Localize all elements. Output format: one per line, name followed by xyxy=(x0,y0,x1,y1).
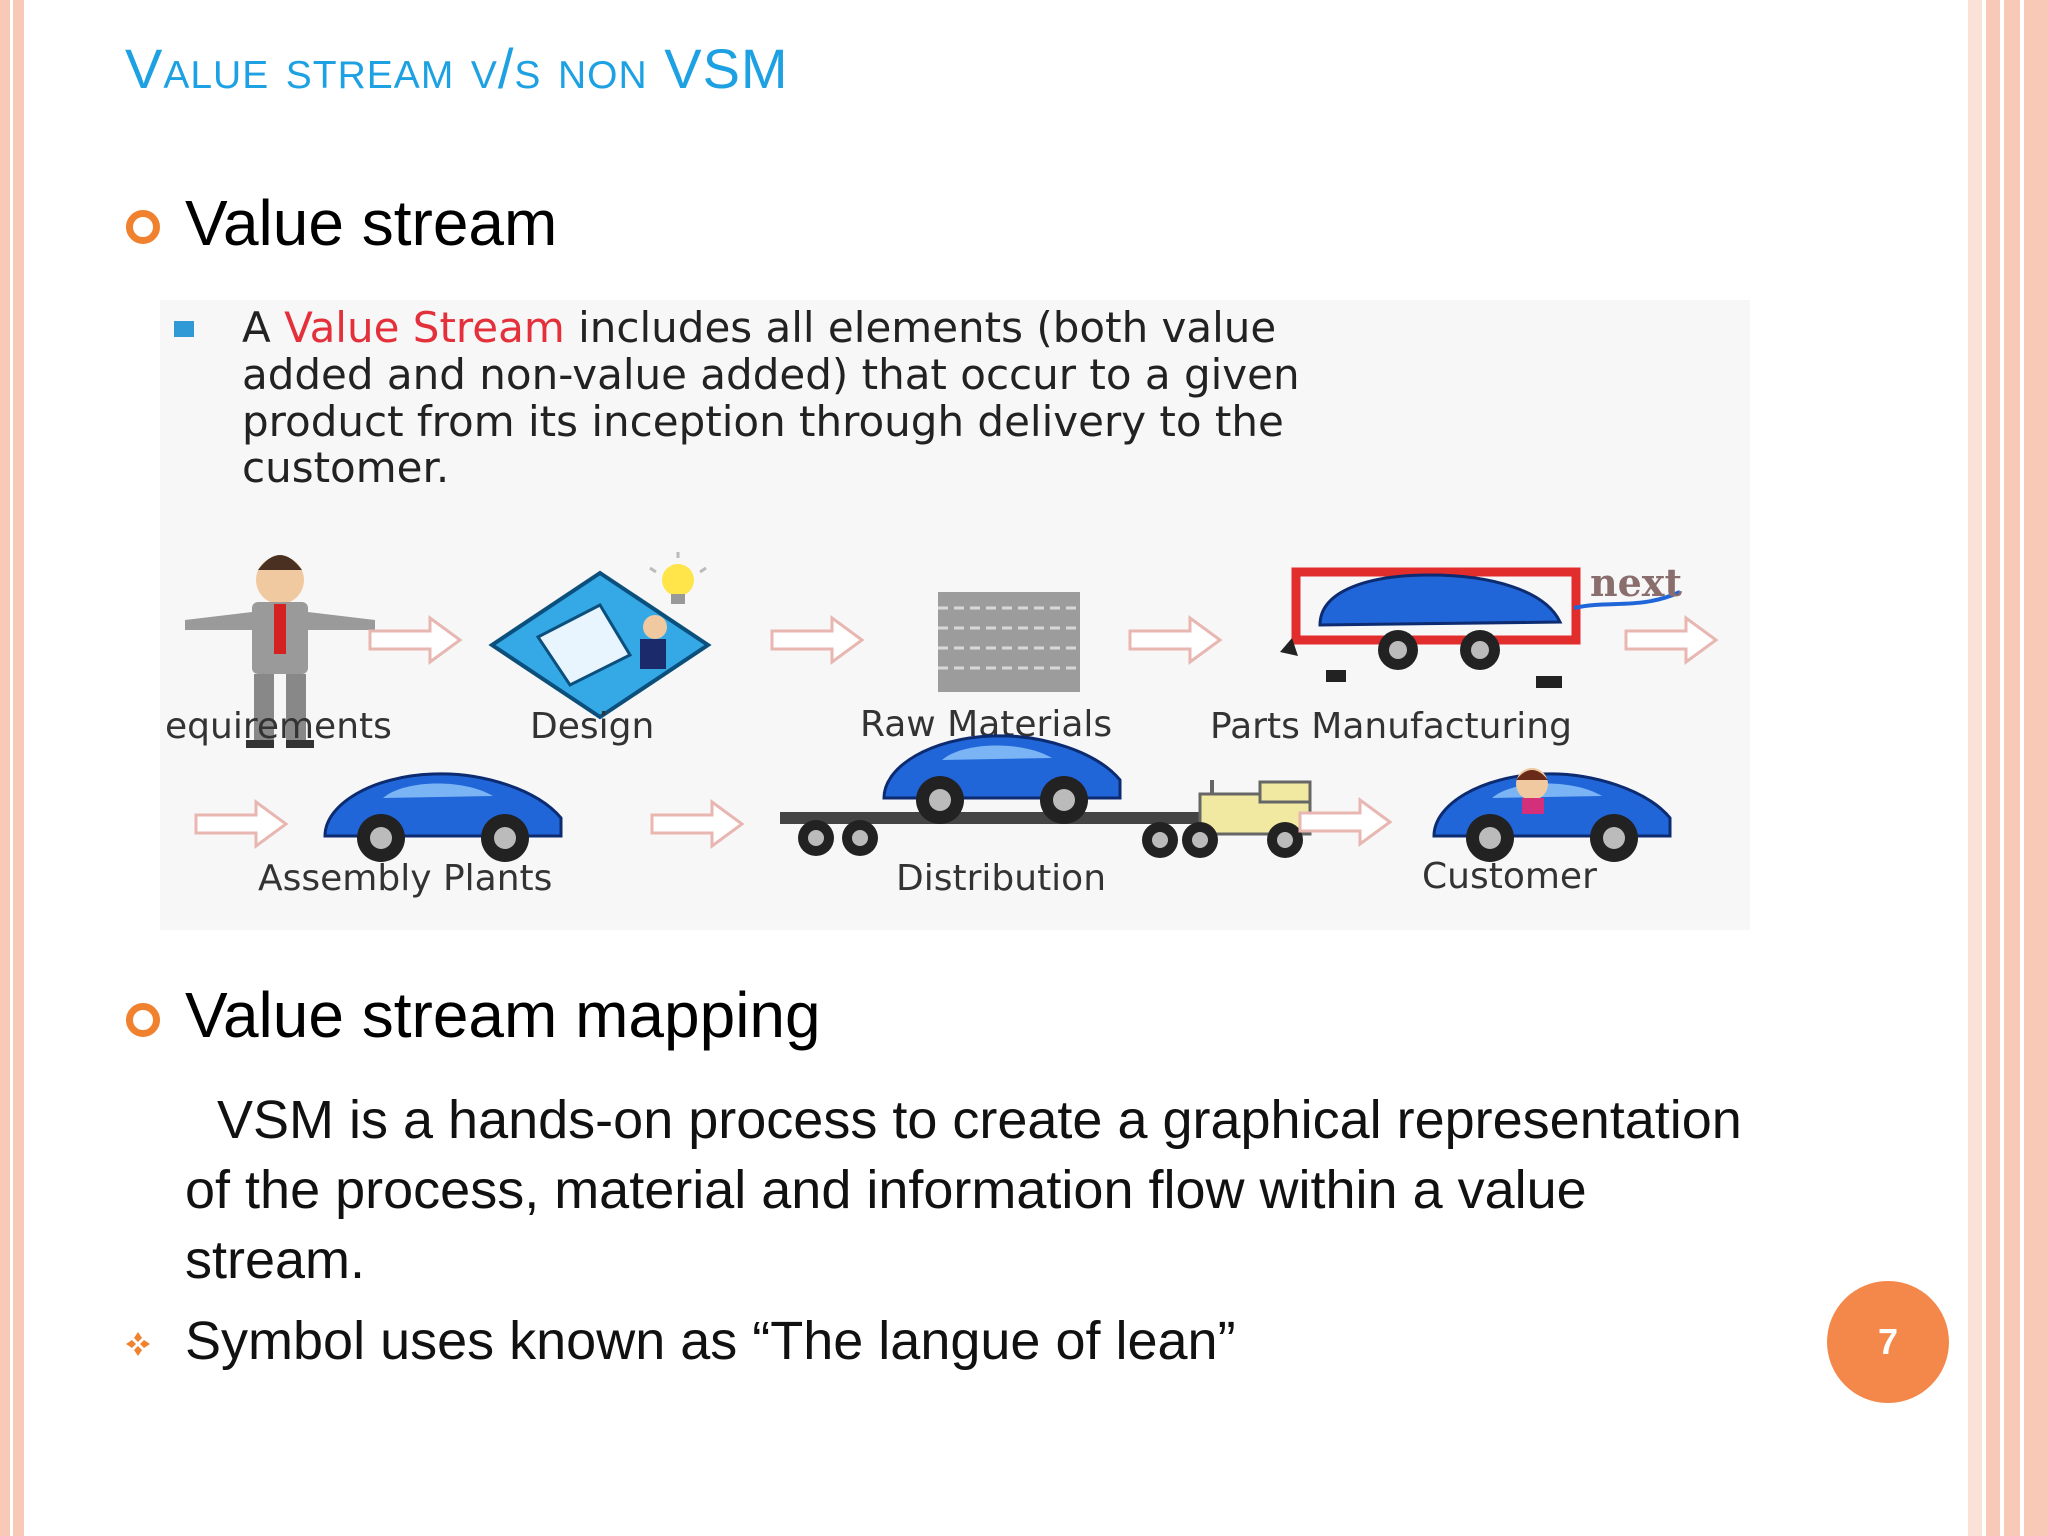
definition-text: A Value Stream includes all elements (bo… xyxy=(242,303,1276,352)
definition-line-2: added and non-value added) that occur to… xyxy=(242,350,1300,399)
heading-value-stream: Value stream xyxy=(185,187,558,259)
page-number-badge: 7 xyxy=(1827,1281,1949,1403)
slide-title: Value stream v/s non VSM xyxy=(125,37,789,100)
definition-line-4: customer. xyxy=(242,443,449,492)
left-border xyxy=(0,0,24,1536)
diamond-bullet-icon xyxy=(126,1332,150,1356)
label-customer: Customer xyxy=(1422,856,1597,897)
label-distribution: Distribution xyxy=(896,858,1106,899)
label-assembly-plants: Assembly Plants xyxy=(258,858,552,899)
heading-value-stream-mapping: Value stream mapping xyxy=(185,979,821,1051)
value-stream-infographic: A Value Stream includes all elements (bo… xyxy=(160,300,1750,930)
ring-bullet-icon xyxy=(126,210,160,244)
vsm-description: VSM is a hands-on process to create a gr… xyxy=(185,1090,1742,1290)
right-border xyxy=(1968,0,2048,1536)
definition-line-3: product from its inception through deliv… xyxy=(242,397,1284,446)
label-requirements: equirements xyxy=(165,706,392,747)
symbol-line: Symbol uses known as “The langue of lean… xyxy=(185,1311,1236,1371)
square-bullet-icon xyxy=(174,321,194,337)
value-stream-highlight: Value Stream xyxy=(284,303,565,352)
designer-icon xyxy=(488,570,712,720)
driver-icon xyxy=(1516,768,1548,814)
parts-manufacturing-icon xyxy=(1280,567,1681,688)
ring-bullet-icon xyxy=(126,1003,160,1037)
lightbulb-icon xyxy=(649,552,707,604)
raw-materials-icon xyxy=(938,592,1080,692)
businessman-icon xyxy=(185,555,375,748)
label-design: Design xyxy=(530,706,654,747)
label-parts-manufacturing: Parts Manufacturing xyxy=(1210,706,1572,747)
next-label: next xyxy=(1590,560,1682,605)
